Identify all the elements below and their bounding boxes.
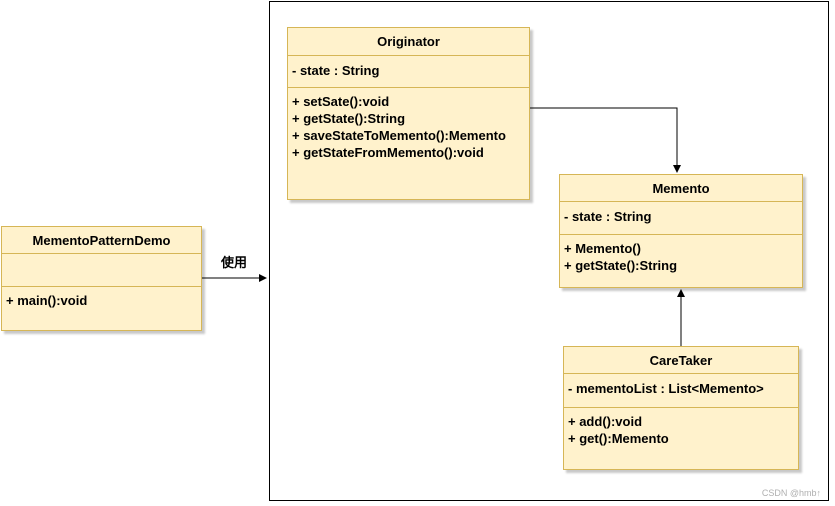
class-attributes [2,254,201,287]
class-operations: + Memento() + getState():String [560,235,802,274]
class-name: CareTaker [564,347,798,374]
operation: + main():void [6,293,88,308]
attribute: - state : String [292,63,380,78]
operation: + getState():String [292,111,406,126]
class-memento[interactable]: Memento - state : String + Memento() + g… [559,174,803,288]
operation: + getStateFromMemento():void [292,145,484,160]
class-operations: + main():void [2,287,201,309]
operation: + add():void [568,414,643,429]
class-name: Memento [560,175,802,202]
operation: + get():Memento [568,431,669,446]
class-mementopatterndemo[interactable]: MementoPatternDemo + main():void [1,226,202,331]
class-caretaker[interactable]: CareTaker - mementoList : List<Memento> … [563,346,799,470]
watermark: CSDN @hmb↑ [761,488,821,498]
class-attributes: - state : String [288,56,529,88]
operation: + getState():String [564,258,678,273]
operation: + Memento() [564,241,641,256]
class-operations: + add():void + get():Memento [564,408,798,447]
class-originator[interactable]: Originator - state : String + setSate():… [287,27,530,200]
attribute: - mementoList : List<Memento> [568,381,764,396]
class-name: MementoPatternDemo [2,227,201,254]
originator-to-memento-connector [530,107,681,173]
operation: + saveStateToMemento():Memento [292,128,506,143]
class-name: Originator [288,28,529,56]
class-attributes: - mementoList : List<Memento> [564,374,798,408]
system-boundary-frame [269,1,829,501]
uses-label: 使用 [221,255,248,270]
class-operations: + setSate():void + getState():String + s… [288,88,529,161]
attribute: - state : String [564,209,652,224]
class-attributes: - state : String [560,202,802,235]
operation: + setSate():void [292,94,390,109]
